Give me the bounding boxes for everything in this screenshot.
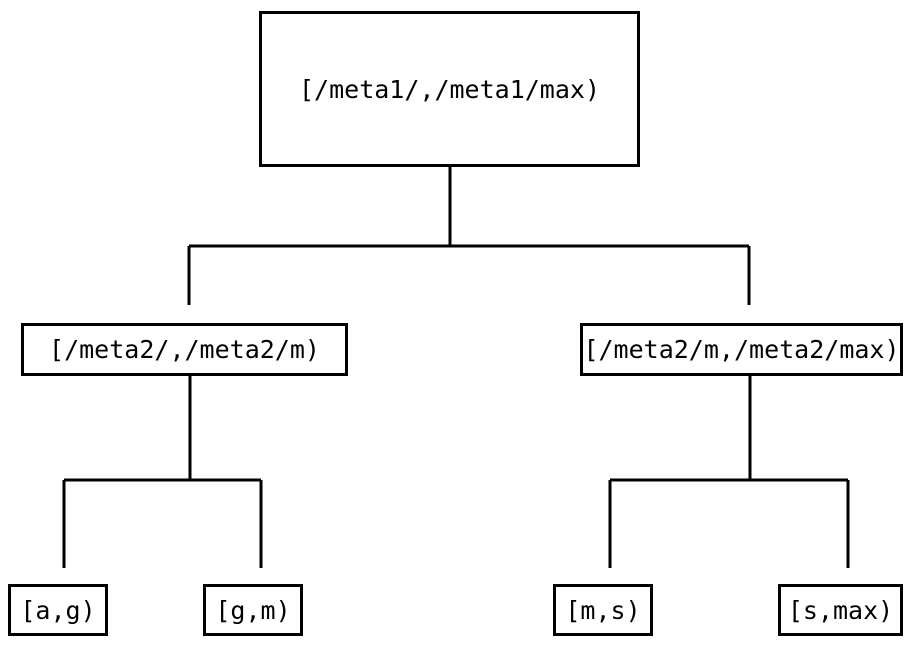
- tree-node-leaf-4-label: [s,max): [787, 595, 894, 625]
- tree-node-leaf-1-label: [a,g): [20, 595, 96, 625]
- tree-node-leaf-1[interactable]: [a,g): [8, 584, 108, 636]
- tree-node-leaf-3[interactable]: [m,s): [553, 584, 653, 636]
- tree-node-mid-right[interactable]: [/meta2/m,/meta2/max): [580, 323, 903, 376]
- tree-node-leaf-2-label: [g,m): [215, 595, 291, 625]
- tree-node-leaf-2[interactable]: [g,m): [203, 584, 303, 636]
- tree-node-mid-left-label: [/meta2/,/meta2/m): [49, 335, 320, 364]
- tree-node-mid-left[interactable]: [/meta2/,/meta2/m): [21, 323, 348, 376]
- tree-node-mid-right-label: [/meta2/m,/meta2/max): [583, 335, 900, 364]
- tree-node-leaf-3-label: [m,s): [565, 595, 641, 625]
- tree-node-leaf-4[interactable]: [s,max): [778, 584, 903, 636]
- tree-node-root-label: [/meta1/,/meta1/max): [298, 74, 601, 104]
- tree-node-root[interactable]: [/meta1/,/meta1/max): [259, 11, 640, 167]
